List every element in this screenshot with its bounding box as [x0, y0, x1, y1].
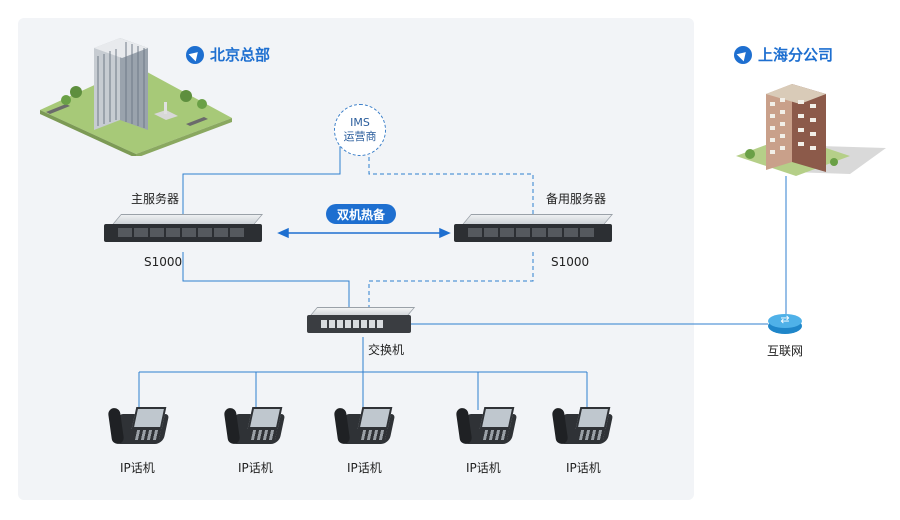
router-icon	[768, 313, 802, 336]
carrier-label: 运营商	[343, 130, 377, 143]
network-switch-icon	[307, 307, 416, 337]
hot-standby-badge: 双机热备	[326, 204, 396, 224]
backup-server-icon	[454, 214, 614, 244]
main-server-label: 主服务器	[131, 192, 180, 206]
main-server-icon	[104, 214, 264, 244]
ims-carrier-node: IMS 运营商	[334, 104, 386, 156]
backup-switch-link	[368, 252, 534, 309]
backup-server-model: S1000	[551, 255, 590, 269]
ip-phone-icon	[551, 402, 614, 448]
shanghai-site-label: 上海分公司	[734, 44, 833, 65]
beijing-site-name: 北京总部	[210, 46, 271, 64]
shanghai-site-name: 上海分公司	[758, 46, 834, 64]
internet-label: 互联网	[767, 344, 804, 358]
beijing-site-label: 北京总部	[186, 44, 270, 65]
location-icon	[186, 45, 204, 64]
backup-server-label: 备用服务器	[546, 192, 607, 206]
phone-label: IP话机	[466, 461, 501, 475]
phone-label: IP话机	[120, 461, 155, 475]
ip-phone-icon	[107, 402, 170, 448]
phone-label: IP话机	[347, 461, 382, 475]
ims-label: IMS	[350, 116, 370, 129]
hot-standby-arrow	[277, 227, 451, 239]
phone-label: IP话机	[566, 461, 601, 475]
shanghai-building-icon	[736, 84, 886, 176]
switch-label: 交换机	[368, 343, 405, 357]
ip-phone-icon	[333, 402, 396, 448]
ip-phone-icon	[223, 402, 286, 448]
phone-label: IP话机	[238, 461, 273, 475]
beijing-building-icon	[40, 38, 232, 156]
main-server-model: S1000	[144, 255, 183, 269]
location-icon	[734, 45, 752, 64]
main-switch-link	[182, 252, 350, 309]
ims-backup-link	[368, 150, 534, 216]
ip-phone-icon	[455, 402, 518, 448]
ims-main-link	[182, 146, 341, 216]
